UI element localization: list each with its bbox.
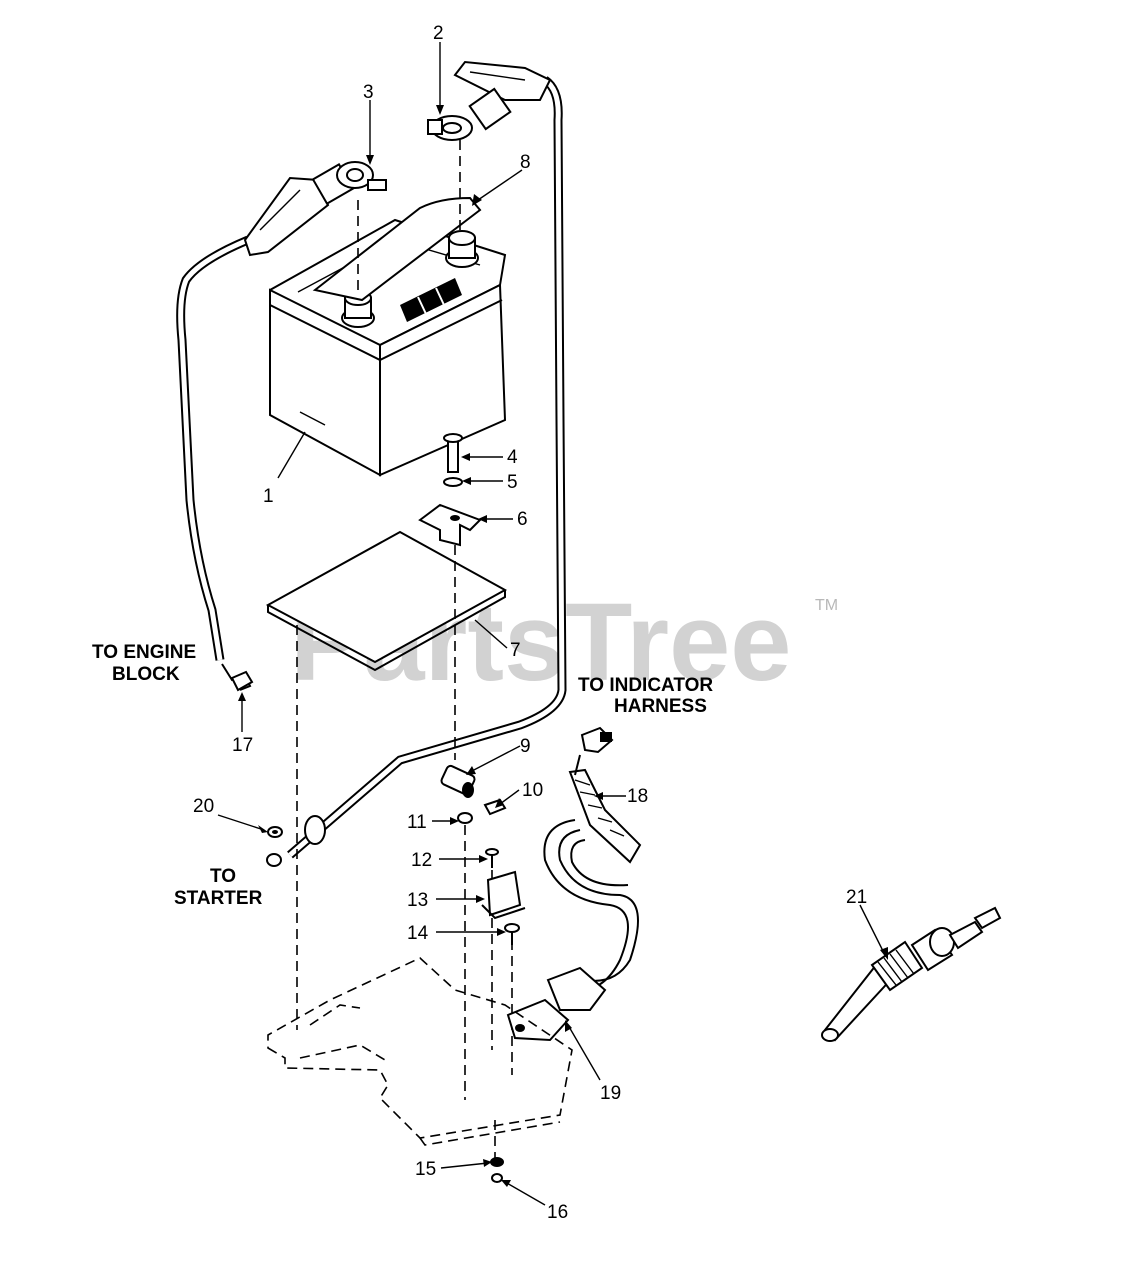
callout-12: 12	[411, 850, 432, 871]
nut[interactable]	[267, 826, 283, 838]
callout-21: 21	[846, 887, 867, 908]
battery-base-plate[interactable]	[267, 957, 573, 1146]
callout-1: 1	[263, 486, 274, 507]
battery-tray-mat[interactable]	[265, 530, 508, 672]
label-starter-line2: STARTER	[174, 888, 263, 909]
leader-lines	[217, 42, 888, 1206]
callout-14: 14	[407, 923, 429, 944]
callout-numbers: 1 2 3 4 5 6 7 8 9 10 11 12 13 14 15 16 1…	[193, 23, 867, 1223]
bolt[interactable]	[443, 433, 463, 473]
fuse-holder[interactable]	[440, 764, 476, 798]
spark-plug-wire-terminal[interactable]	[821, 906, 1002, 1042]
callout-9: 9	[520, 736, 531, 757]
callout-20: 20	[193, 796, 214, 817]
callout-7: 7	[510, 640, 521, 661]
callout-4: 4	[507, 447, 518, 468]
callout-6: 6	[517, 509, 528, 530]
relay[interactable]	[481, 870, 526, 920]
callout-5: 5	[507, 472, 518, 493]
label-engine-block-line1: TO ENGINE	[92, 642, 196, 663]
nut-15[interactable]	[490, 1157, 504, 1167]
callout-16: 16	[547, 1202, 568, 1223]
callout-17: 17	[232, 735, 253, 756]
callout-18: 18	[627, 786, 648, 807]
screw-14[interactable]	[504, 923, 520, 945]
callout-13: 13	[407, 890, 428, 911]
positive-cable[interactable]	[266, 60, 567, 867]
callout-2: 2	[433, 23, 444, 44]
hold-down-strap[interactable]	[312, 196, 482, 302]
label-engine-block-line2: BLOCK	[112, 664, 180, 685]
label-indicator-line2: HARNESS	[614, 696, 707, 717]
callout-19: 19	[600, 1083, 621, 1104]
screw-12[interactable]	[485, 848, 499, 868]
callout-8: 8	[520, 152, 531, 173]
battery-clamp[interactable]	[418, 503, 482, 547]
annotation-labels: TO ENGINE BLOCK TO INDICATOR HARNESS TO …	[92, 642, 713, 909]
label-indicator-line1: TO INDICATOR	[578, 675, 713, 696]
callout-3: 3	[363, 82, 374, 103]
wiring-harness[interactable]	[506, 726, 642, 1042]
callout-11: 11	[407, 812, 427, 833]
washer[interactable]	[443, 477, 463, 487]
callout-10: 10	[522, 780, 543, 801]
lock-washer-16[interactable]	[491, 1173, 503, 1183]
cable-terminal[interactable]	[230, 670, 254, 692]
callout-15: 15	[415, 1159, 436, 1180]
label-starter-line1: TO	[210, 866, 236, 887]
negative-cable[interactable]	[176, 161, 387, 691]
battery[interactable]	[269, 218, 507, 477]
watermark-trademark: TM	[815, 597, 838, 614]
screw-11[interactable]	[457, 812, 473, 824]
